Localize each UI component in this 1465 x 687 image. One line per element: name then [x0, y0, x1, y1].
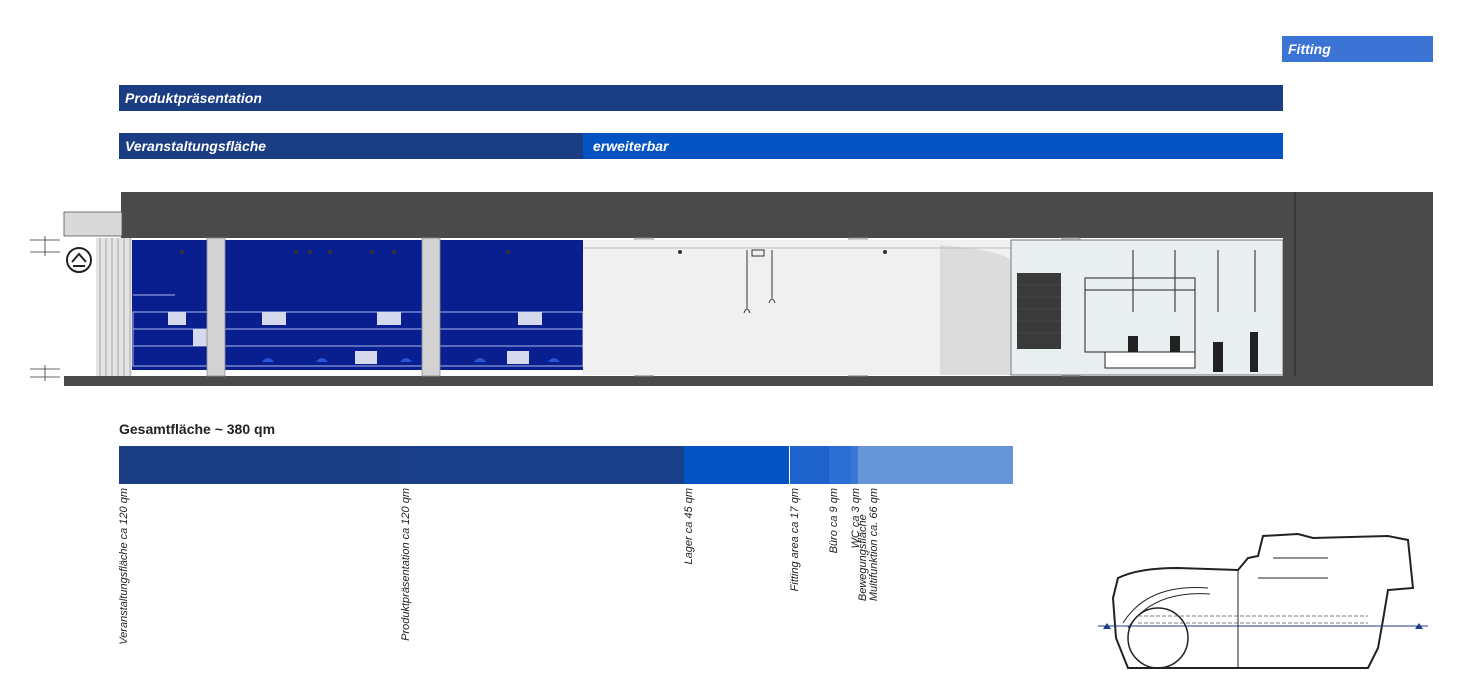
area-segment: [857, 446, 1013, 484]
produktpraesentation-band: Produktpräsentation: [119, 85, 1283, 111]
storage-room: [583, 240, 1011, 375]
area-segment-label: Produktpräsentation ca 120 qm: [400, 488, 413, 641]
display-wall-left: [132, 240, 422, 370]
left-annex: [63, 211, 123, 237]
grille-panel: [1017, 273, 1061, 349]
ceiling-slab: [121, 192, 1433, 238]
area-segment-label: Bewegungsfläche Multifunktion ca. 66 qm: [856, 488, 880, 602]
logo-icon: [66, 247, 92, 273]
area-segment-label: Veranstaltungsfläche ca 120 qm: [118, 488, 130, 645]
right-wall: [1283, 192, 1433, 377]
area-segment-label: Lager ca 45 qm: [682, 488, 695, 565]
veranstaltungsflaeche-band: Veranstaltungsfläche: [119, 133, 583, 159]
area-segment: [829, 446, 851, 484]
fitting-band: Fitting: [1282, 36, 1433, 62]
area-segment: [789, 446, 830, 484]
area-segment-label: Büro ca 9 qm: [828, 488, 841, 554]
total-area-title: Gesamtfläche ~ 380 qm: [119, 421, 276, 437]
area-segment-label: Fitting area ca 17 qm: [788, 488, 801, 592]
floor-plan-thumbnail: [1098, 532, 1428, 669]
area-segment: [683, 446, 790, 484]
floor-slab: [64, 376, 1433, 386]
area-segment: [850, 446, 858, 484]
area-segment: [119, 446, 402, 484]
area-segment: [401, 446, 684, 484]
erweiterbar-band: erweiterbar: [583, 133, 1283, 159]
display-wall-right: [440, 240, 583, 370]
column-1: [206, 237, 226, 377]
column-2: [421, 237, 441, 377]
